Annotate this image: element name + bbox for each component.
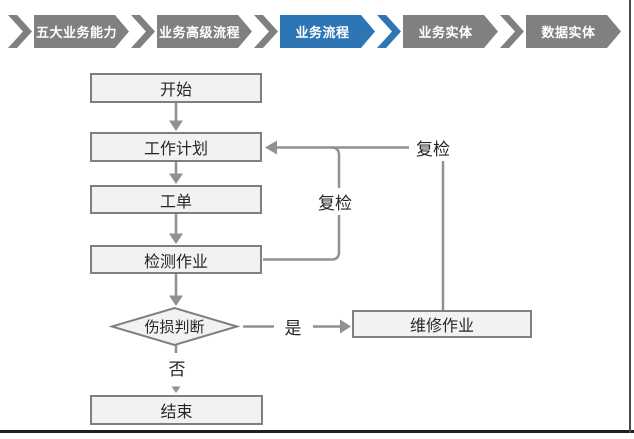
flow-node-work-order: 工单 [90,185,262,214]
process-stepper: 五大业务能力 业务高级流程 业务流程 业务实体 数据实体 [8,15,621,48]
flow-node-work-plan: 工作计划 [90,132,262,162]
slide-bottom-border [0,430,634,433]
stepper-item-business-entity[interactable]: 业务实体 [403,15,498,48]
edge-label-recheck-inner: 复检 [311,188,359,215]
edge-label-no: 否 [163,354,191,381]
flow-node-inspection: 检测作业 [90,245,262,274]
stepper-item-data-entity[interactable]: 数据实体 [526,15,621,48]
edge-label-recheck-outer: 复检 [409,134,457,161]
stepper-item-business-process[interactable]: 业务流程 [280,15,375,48]
edge-label-yes: 是 [279,313,307,340]
stepper-item-high-level-process[interactable]: 业务高级流程 [157,15,252,48]
flow-node-end: 结束 [90,395,263,425]
flow-node-repair: 维修作业 [352,310,532,338]
slide-right-border [629,0,631,433]
flow-node-damage-decision: 伤损判断 [144,319,205,336]
flow-node-start: 开始 [90,73,262,103]
stepper-item-capabilities[interactable]: 五大业务能力 [34,15,129,48]
